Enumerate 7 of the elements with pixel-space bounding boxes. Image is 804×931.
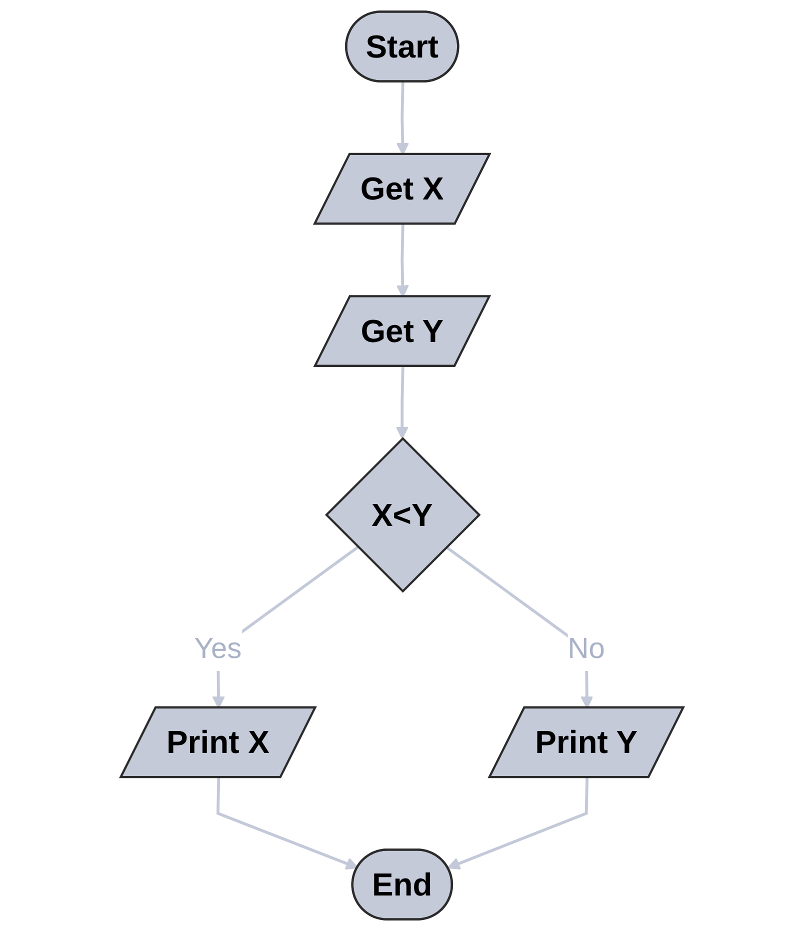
arrow: [396, 224, 410, 298]
arrow: [216, 778, 358, 870]
node-diamond: X<Y: [324, 436, 481, 593]
edge-label: No: [568, 633, 605, 666]
arrow: [396, 366, 409, 440]
edge-label: Yes: [194, 633, 242, 666]
arrow: [447, 778, 588, 870]
